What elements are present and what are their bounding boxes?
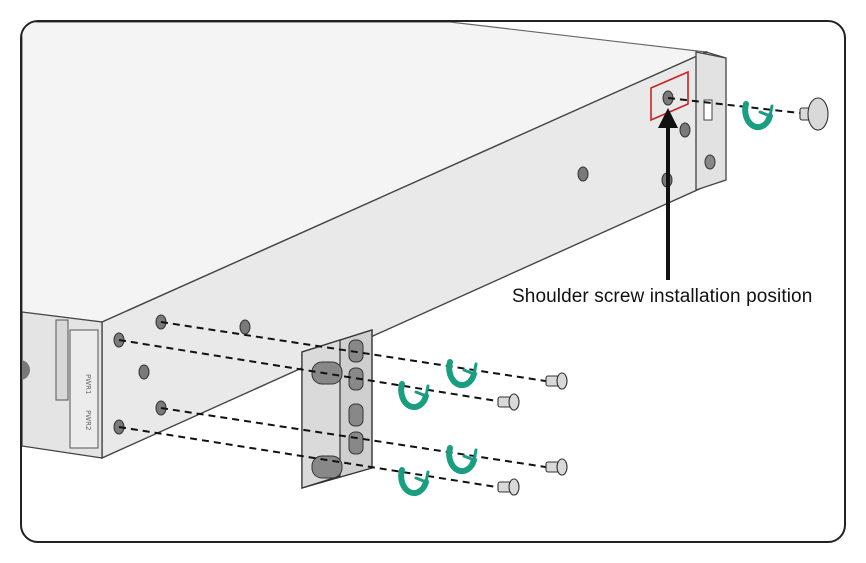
shoulder-screw-icon [799, 97, 829, 131]
rotate-arrow-icon [446, 359, 478, 389]
screw-alignment-lines [118, 97, 809, 489]
power-labels: PWR1 PWR2 [84, 374, 92, 430]
device-rear-ear [695, 51, 727, 191]
rotate-arrow-icon [398, 467, 430, 497]
mounting-bracket [301, 329, 373, 489]
shoulder-screw-position-box [650, 70, 689, 122]
rotate-arrow-icon [398, 381, 430, 411]
screw-icon [497, 393, 520, 411]
pwr1-label: PWR1 [84, 374, 92, 394]
rotation-arrows [398, 101, 774, 497]
pointer-arrow-icon [658, 108, 678, 280]
rotate-arrow-icon [742, 101, 774, 131]
screw-icon [545, 372, 568, 390]
screws [497, 97, 829, 496]
rotate-arrow-icon [446, 445, 478, 475]
shoulder-screw-callout-label: Shoulder screw installation position [512, 286, 813, 307]
screw-icon [497, 478, 520, 496]
pwr2-label: PWR2 [84, 410, 92, 430]
screw-icon [545, 458, 568, 476]
